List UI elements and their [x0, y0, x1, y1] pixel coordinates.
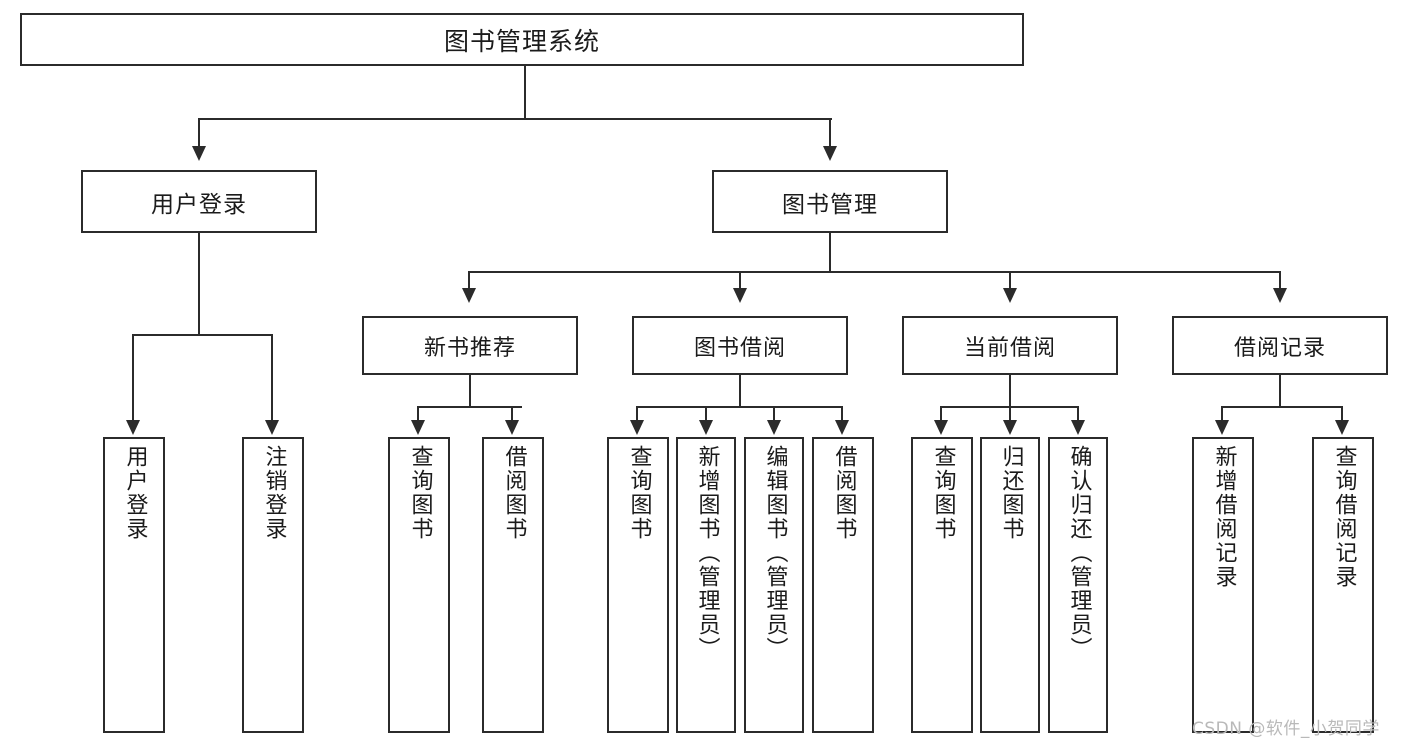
node-label: 查询图书 [626, 445, 652, 541]
node-label: 图书管理系统 [443, 26, 600, 56]
arrow-leaf-borrow-book-1 [505, 420, 519, 435]
connector-new-book-child-2 [511, 406, 513, 422]
node-label: 查询图书 [407, 445, 433, 541]
node-label: 图书管理 [782, 191, 878, 218]
node-label: 注销登录 [261, 445, 287, 541]
node-label: 编辑图书（管理员） [762, 445, 788, 661]
node-label: 当前借阅 [963, 335, 1056, 361]
connector-borrow-record-child-1 [1221, 406, 1223, 422]
arrow-leaf-user-login [126, 420, 140, 435]
connector-borrow-record-child-2 [1341, 406, 1343, 422]
connector-borrow-record-stem [1279, 375, 1281, 408]
node-label: 新增借阅记录 [1211, 445, 1237, 589]
arrow-leaf-return-book [1003, 420, 1017, 435]
connector-current-borrow-child-1 [940, 406, 942, 422]
node-label: 用户登录 [151, 191, 247, 218]
leaf-add-record[interactable]: 新增借阅记录 [1192, 437, 1254, 733]
connector-user-login-child-2 [271, 334, 273, 422]
connector-root-stem [524, 66, 526, 119]
node-label: 归还图书 [998, 445, 1024, 541]
arrow-leaf-add-record [1215, 420, 1229, 435]
connector-book-borrow-stem [739, 375, 741, 408]
connector-to-book-borrow [739, 271, 741, 289]
node-label: 用户登录 [122, 445, 148, 541]
arrow-to-book-borrow [733, 288, 747, 303]
leaf-query-book-1[interactable]: 查询图书 [388, 437, 450, 733]
arrow-to-new-book-recommend [462, 288, 476, 303]
leaf-return-book[interactable]: 归还图书 [980, 437, 1040, 733]
connector-root-bus [199, 118, 832, 120]
arrow-leaf-query-book-2 [630, 420, 644, 435]
connector-current-borrow-stem [1009, 375, 1011, 408]
node-borrow-record[interactable]: 借阅记录 [1172, 316, 1388, 375]
connector-user-login-child-1 [132, 334, 134, 422]
connector-user-login-stem [198, 233, 200, 336]
connector-current-borrow-child-2 [1009, 406, 1011, 422]
arrow-to-book-manage [823, 146, 837, 161]
connector-to-book-manage [829, 118, 831, 148]
leaf-query-book-2[interactable]: 查询图书 [607, 437, 669, 733]
connector-to-borrow-record [1279, 271, 1281, 289]
connector-to-new-book-recommend [468, 271, 470, 289]
connector-book-borrow-child-2 [705, 406, 707, 422]
connector-user-login-bus [133, 334, 272, 336]
node-label: 借阅图书 [501, 445, 527, 541]
arrow-leaf-borrow-book-2 [835, 420, 849, 435]
csdn-watermark: CSDN @软件_小贺同学 [1192, 719, 1380, 739]
arrow-leaf-confirm-return [1071, 420, 1085, 435]
leaf-borrow-book-1[interactable]: 借阅图书 [482, 437, 544, 733]
node-label: 图书借阅 [693, 335, 786, 361]
leaf-query-book-3[interactable]: 查询图书 [911, 437, 973, 733]
arrow-leaf-add-book [699, 420, 713, 435]
connector-book-borrow-child-1 [636, 406, 638, 422]
node-user-login[interactable]: 用户登录 [81, 170, 317, 233]
node-book-borrow[interactable]: 图书借阅 [632, 316, 848, 375]
leaf-logout-login[interactable]: 注销登录 [242, 437, 304, 733]
leaf-confirm-return[interactable]: 确认归还（管理员） [1048, 437, 1108, 733]
node-label: 查询图书 [930, 445, 956, 541]
node-current-borrow[interactable]: 当前借阅 [902, 316, 1118, 375]
node-label: 新增图书（管理员） [694, 445, 720, 661]
leaf-user-login[interactable]: 用户登录 [103, 437, 165, 733]
connector-book-manage-stem [829, 233, 831, 273]
leaf-borrow-book-2[interactable]: 借阅图书 [812, 437, 874, 733]
arrow-leaf-logout-login [265, 420, 279, 435]
leaf-query-record[interactable]: 查询借阅记录 [1312, 437, 1374, 733]
node-root-book-management-system[interactable]: 图书管理系统 [20, 13, 1024, 66]
connector-book-borrow-child-4 [841, 406, 843, 422]
connector-new-book-bus [418, 406, 522, 408]
node-label: 借阅记录 [1233, 335, 1326, 361]
node-label: 借阅图书 [831, 445, 857, 541]
arrow-leaf-edit-book [767, 420, 781, 435]
connector-book-borrow-bus [636, 406, 843, 408]
node-new-book-recommend[interactable]: 新书推荐 [362, 316, 578, 375]
arrow-leaf-query-book-3 [934, 420, 948, 435]
arrow-leaf-query-book-1 [411, 420, 425, 435]
leaf-edit-book[interactable]: 编辑图书（管理员） [744, 437, 804, 733]
arrow-to-user-login [192, 146, 206, 161]
leaf-add-book[interactable]: 新增图书（管理员） [676, 437, 736, 733]
node-label: 查询借阅记录 [1331, 445, 1357, 589]
connector-book-borrow-child-3 [773, 406, 775, 422]
connector-book-manage-bus [469, 271, 1281, 273]
node-label: 确认归还（管理员） [1066, 445, 1092, 661]
connector-to-current-borrow [1009, 271, 1011, 289]
arrow-to-current-borrow [1003, 288, 1017, 303]
connector-current-borrow-child-3 [1077, 406, 1079, 422]
connector-new-book-stem [469, 375, 471, 408]
node-book-manage[interactable]: 图书管理 [712, 170, 948, 233]
arrow-leaf-query-record [1335, 420, 1349, 435]
node-label: 新书推荐 [423, 335, 516, 361]
arrow-to-borrow-record [1273, 288, 1287, 303]
connector-new-book-child-1 [417, 406, 419, 422]
connector-to-user-login [198, 118, 200, 148]
connector-borrow-record-bus [1222, 406, 1342, 408]
